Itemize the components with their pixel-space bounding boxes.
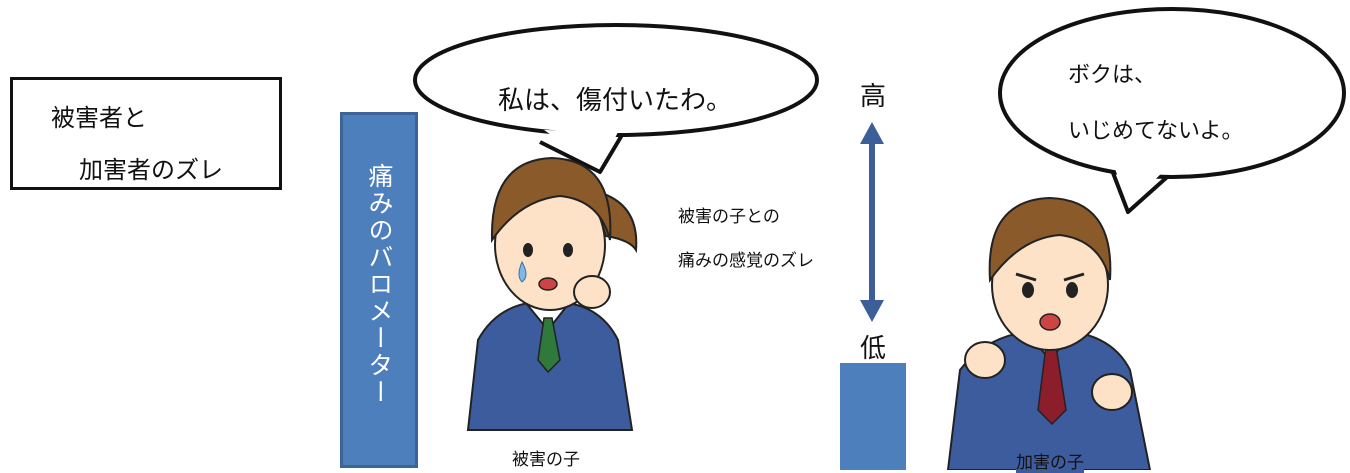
bully-boy-illustration — [946, 196, 1152, 470]
scale-high-label: 高 — [860, 82, 887, 112]
pain-barometer-bar: 痛みのバロメーター — [340, 112, 418, 468]
gap-note-line-1: 被害の子との — [678, 207, 780, 227]
title-line-2: 加害者のズレ — [79, 156, 223, 184]
victim-girl-illustration — [466, 156, 638, 431]
low-pain-bar — [840, 363, 906, 470]
bully-speech-bubble — [998, 7, 1346, 214]
bully-speech-line-1: ボクは、 — [1068, 63, 1157, 88]
pain-scale-arrow — [860, 122, 884, 322]
title-box: 被害者と 加害者のズレ — [10, 77, 282, 190]
bully-speech-line-2: いじめてないよ。 — [1068, 119, 1244, 144]
scale-low-label: 低 — [860, 334, 887, 364]
bully-caption: 加害の子 — [1016, 448, 1084, 473]
victim-caption: 被害の子 — [512, 450, 580, 470]
gap-note-line-2: 痛みの感覚のズレ — [678, 251, 814, 271]
title-line-1: 被害者と — [51, 104, 147, 132]
victim-speech-text: 私は、傷付いたわ。 — [498, 86, 733, 116]
pain-barometer-label: 痛みのバロメーター — [365, 163, 394, 406]
victim-speech-bubble — [413, 23, 819, 174]
